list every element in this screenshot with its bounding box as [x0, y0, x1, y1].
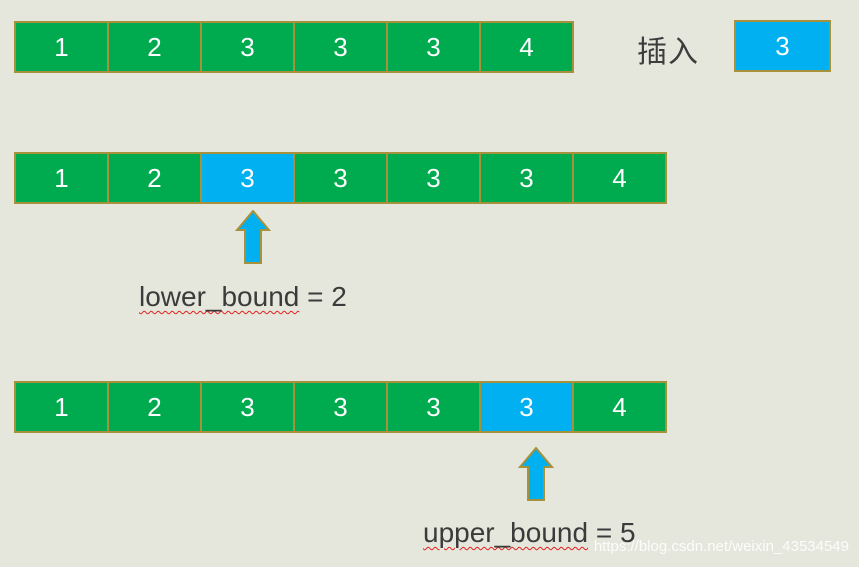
array-cell: 1 [14, 381, 109, 433]
lower-bound-name: lower_bound [139, 281, 300, 312]
array-cell: 2 [107, 381, 202, 433]
array-cell: 4 [572, 152, 667, 204]
watermark: https://blog.csdn.net/weixin_43534549 [593, 538, 849, 555]
lower-bound-value: = 2 [299, 281, 347, 312]
array-cell: 3 [479, 381, 574, 433]
upper-bound-array: 1 2 3 3 3 3 4 [14, 381, 667, 433]
array-cell: 1 [14, 152, 109, 204]
array-cell: 3 [293, 381, 388, 433]
array-cell: 2 [107, 21, 202, 73]
array-cell: 1 [14, 21, 109, 73]
array-cell: 3 [200, 21, 295, 73]
upper-bound-up-arrow-icon [518, 447, 554, 501]
insert-label: 插入 [637, 35, 699, 70]
upper-bound-label: upper_bound = 5 [423, 517, 636, 549]
array-cell: 4 [572, 381, 667, 433]
lower-bound-array: 1 2 3 3 3 3 4 [14, 152, 667, 204]
insert-value-box: 3 [734, 20, 831, 72]
array-cell: 2 [107, 152, 202, 204]
upper-bound-value: = 5 [588, 517, 636, 548]
array-cell: 3 [386, 381, 481, 433]
array-cell: 3 [293, 21, 388, 73]
array-cell: 3 [200, 381, 295, 433]
original-array: 1 2 3 3 3 4 [14, 21, 574, 73]
upper-bound-name: upper_bound [423, 517, 589, 548]
array-cell: 3 [479, 152, 574, 204]
array-cell: 4 [479, 21, 574, 73]
array-cell: 3 [293, 152, 388, 204]
array-cell: 3 [386, 152, 481, 204]
array-cell: 3 [200, 152, 295, 204]
array-cell: 3 [386, 21, 481, 73]
lower-bound-label: lower_bound = 2 [139, 281, 347, 313]
lower-bound-up-arrow-icon [235, 210, 271, 264]
